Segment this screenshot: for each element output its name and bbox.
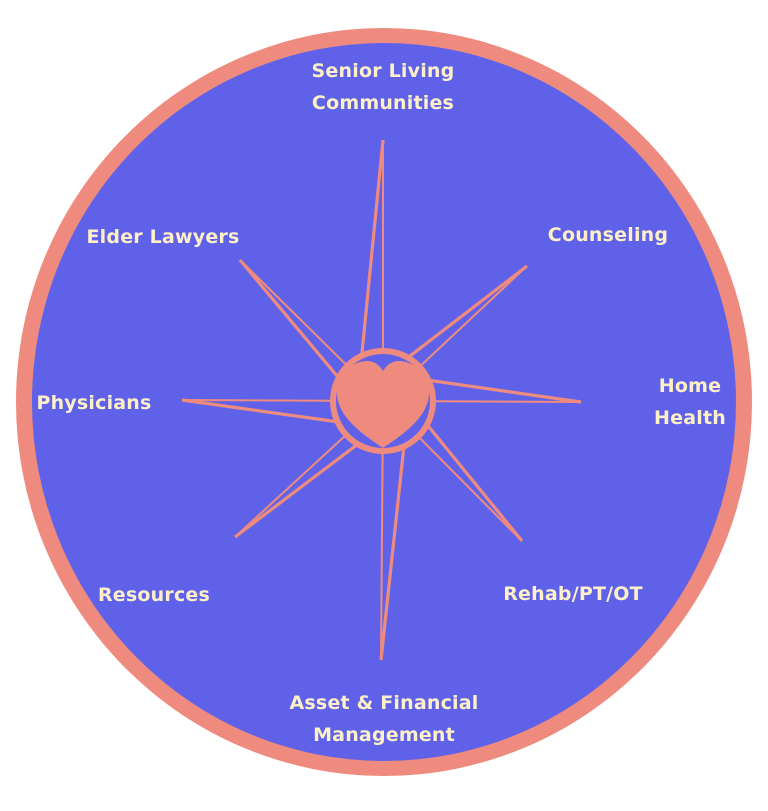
label-line: Communities (311, 92, 455, 114)
label-line: Resources (97, 584, 211, 606)
label-line: Rehab/PT/OT (503, 583, 643, 605)
label-line: Physicians (36, 392, 152, 414)
heart-icon (337, 361, 429, 448)
label-line: Elder Lawyers (86, 226, 240, 248)
label-line: Management (313, 724, 455, 746)
label-home-health: Home Health (654, 370, 726, 434)
label-line: Asset & Financial (289, 692, 479, 714)
label-resources: Resources (98, 579, 210, 611)
label-physicians: Physicians (36, 387, 151, 419)
label-line: Counseling (547, 224, 669, 246)
label-elder-lawyers: Elder Lawyers (87, 221, 240, 253)
label-counseling: Counseling (548, 219, 668, 251)
label-rehab-pt-ot: Rehab/PT/OT (503, 578, 643, 610)
label-line: Health (654, 407, 726, 429)
label-senior-living-communities: Senior Living Communities (312, 55, 455, 119)
label-line: Senior Living (311, 60, 455, 82)
compass-hub (330, 348, 436, 454)
label-line: Home (658, 375, 722, 397)
label-asset-financial-management: Asset & Financial Management (290, 687, 479, 751)
